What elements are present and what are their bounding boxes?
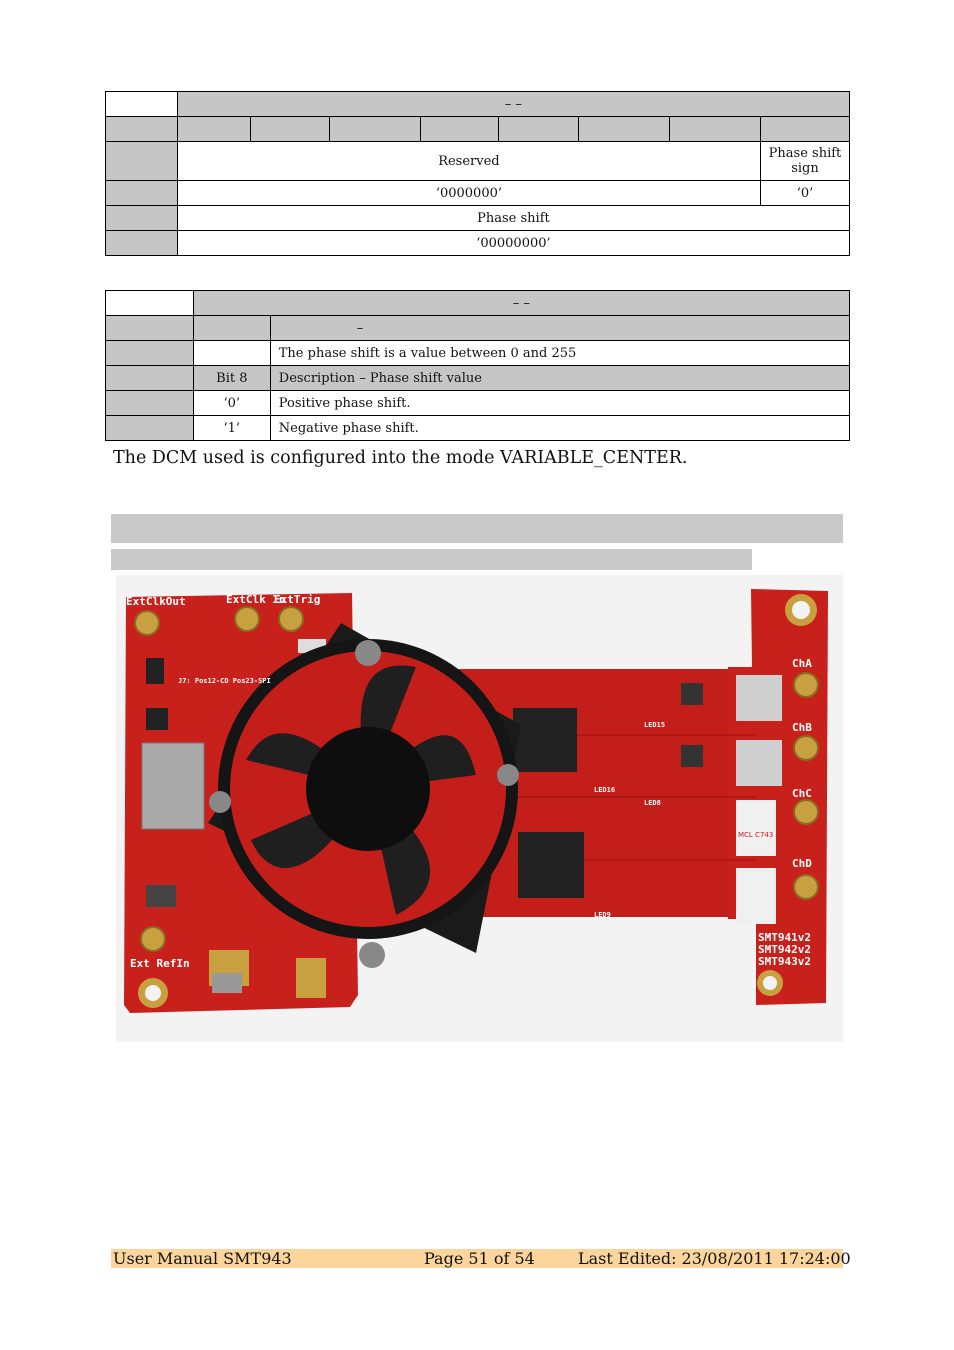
bit-cell xyxy=(176,116,251,142)
phase-shift-sign-field: Phase shift sign xyxy=(759,141,851,181)
bit-label-cell xyxy=(105,116,178,142)
desc-bit: ‘0’ xyxy=(192,390,271,416)
desc-label-cell xyxy=(105,290,194,316)
phase-shift-default: ‘00000000’ xyxy=(176,230,851,256)
label-extclkout: ExtClkOut xyxy=(126,595,186,608)
register-label-cell xyxy=(105,91,178,117)
row-label-cell xyxy=(105,141,178,181)
label-led9: LED9 xyxy=(594,911,611,919)
label-chb: ChB xyxy=(792,721,812,734)
desc-bit: Bit 8 xyxy=(192,365,271,391)
bit-cell xyxy=(498,116,580,142)
desc-text: The phase shift is a value between 0 and… xyxy=(269,340,851,366)
label-exttrig: ExtTrig xyxy=(274,593,320,606)
desc-label-cell xyxy=(105,365,194,391)
section-heading-bar xyxy=(111,514,843,543)
desc-text: Description – Phase shift value xyxy=(269,365,851,391)
footer-last-edited: Last Edited: 23/08/2011 17:24:00 xyxy=(578,1249,851,1268)
footer-manual-title: User Manual SMT943 xyxy=(113,1249,292,1268)
desc-label-cell xyxy=(105,315,194,341)
sign-default: ‘0’ xyxy=(759,180,851,206)
label-chip-mark: MCL C743 ADT4-1T xyxy=(738,831,806,839)
desc-bit xyxy=(192,340,271,366)
row-label-cell xyxy=(105,205,178,231)
desc-label-cell xyxy=(105,415,194,441)
description-table-title: – – xyxy=(192,290,851,316)
bit-cell xyxy=(419,116,500,142)
label-model-3: SMT943v2 xyxy=(758,955,811,968)
label-chd: ChD xyxy=(792,857,812,870)
body-paragraph: The DCM used is configured into the mode… xyxy=(113,448,688,468)
bit-cell xyxy=(578,116,671,142)
label-led8: LED8 xyxy=(644,799,661,807)
label-extclk-in: ExtClk In xyxy=(226,593,286,606)
row-label-cell xyxy=(105,230,178,256)
page-footer: User Manual SMT943 Page 51 of 54 Last Ed… xyxy=(111,1249,851,1268)
fan xyxy=(208,623,521,968)
footer-page-number: Page 51 of 54 xyxy=(424,1249,535,1268)
board-photo: ExtClkOut ExtClk In ExtTrig Ext RefIn Ch… xyxy=(116,575,843,1042)
register-table-title: – – xyxy=(176,91,851,117)
reserved-field: Reserved xyxy=(176,141,761,181)
label-led15: LED15 xyxy=(644,721,665,729)
label-model-1: SMT941v2 xyxy=(758,931,811,944)
bit-cell xyxy=(669,116,761,142)
desc-header-description: – xyxy=(269,315,851,341)
row-label-cell xyxy=(105,180,178,206)
sma-connectors xyxy=(134,606,819,952)
bit-cell xyxy=(328,116,421,142)
board-illustration: ExtClkOut ExtClk In ExtTrig Ext RefIn Ch… xyxy=(116,575,843,1042)
label-ext-refin: Ext RefIn xyxy=(130,957,190,970)
register-table: – – Reserved Phase shift sign ‘0000000’ … xyxy=(105,91,851,256)
label-model-2: SMT942v2 xyxy=(758,943,811,956)
label-j7: J7: Pos12-CD Pos23-SPI xyxy=(178,677,271,685)
bit-cell xyxy=(249,116,330,142)
label-cha: ChA xyxy=(792,657,812,670)
description-table: – – – The phase shift is a value between… xyxy=(105,290,851,441)
reserved-default: ‘0000000’ xyxy=(176,180,761,206)
desc-text: Negative phase shift. xyxy=(269,415,851,441)
phase-shift-field: Phase shift xyxy=(176,205,851,231)
label-led16: LED16 xyxy=(594,786,615,794)
desc-bit: ‘1’ xyxy=(192,415,271,441)
subsection-heading-bar xyxy=(111,549,752,570)
label-chc: ChC xyxy=(792,787,812,800)
ic-chips xyxy=(141,639,782,998)
desc-text: Positive phase shift. xyxy=(269,390,851,416)
desc-header-bit xyxy=(192,315,271,341)
desc-label-cell xyxy=(105,340,194,366)
bit-cell xyxy=(759,116,851,142)
desc-label-cell xyxy=(105,390,194,416)
